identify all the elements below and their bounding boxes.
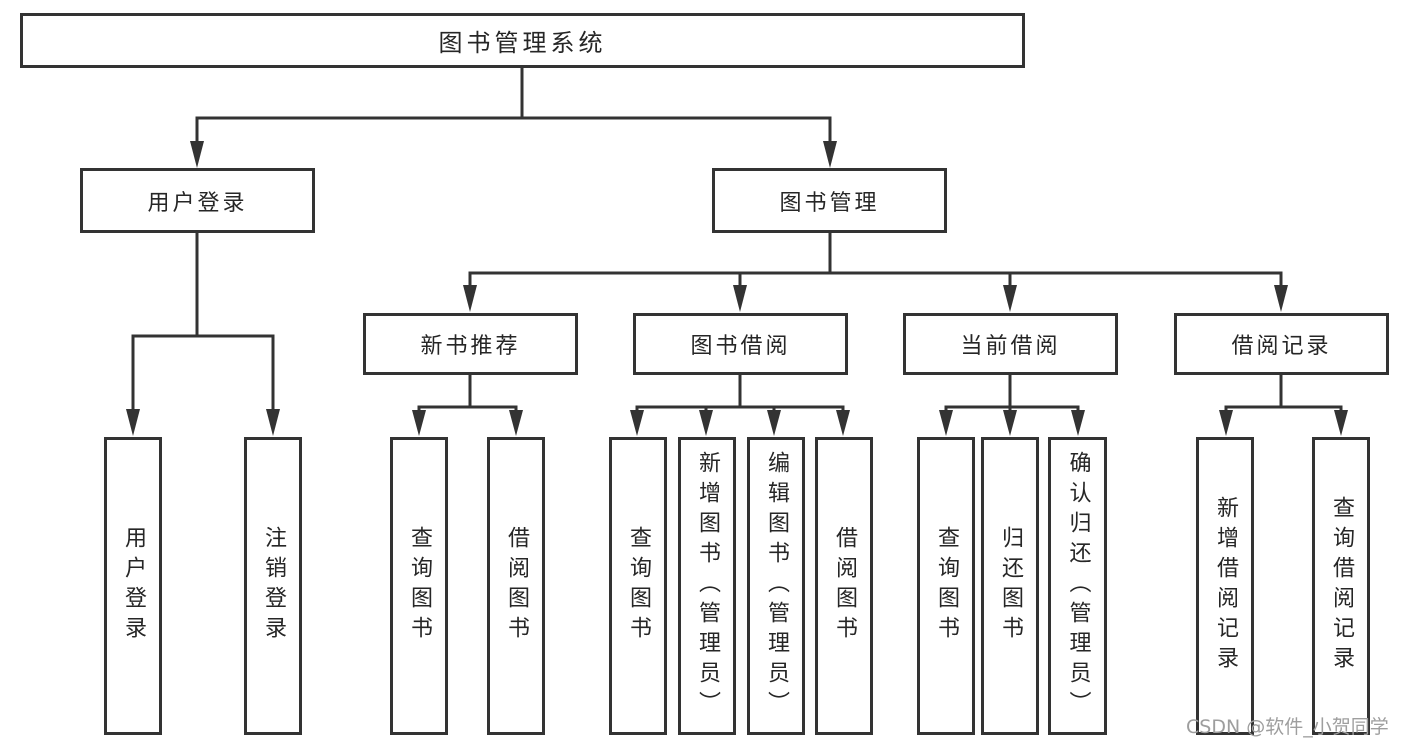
leaf-borrowing-borrow-books-label: 借阅图书 [832, 526, 857, 646]
node-current-borrowing: 当前借阅 [903, 313, 1118, 375]
branch-book-borrowing [630, 375, 850, 436]
node-book-borrowing: 图书借阅 [633, 313, 848, 375]
leaf-current-return-books-label: 归还图书 [998, 526, 1023, 646]
csdn-watermark: CSDN @软件_小贺同学 [1186, 716, 1389, 738]
node-user-login-label: 用户登录 [147, 190, 248, 216]
leaf-recommend-borrow-books-label: 借阅图书 [504, 526, 529, 646]
node-book-management: 图书管理 [712, 168, 947, 233]
leaf-current-return-books: 归还图书 [981, 437, 1039, 735]
leaf-records-add-record-label: 新增借阅记录 [1213, 496, 1238, 676]
node-new-book-recommend: 新书推荐 [363, 313, 578, 375]
branch-user-login [126, 233, 280, 436]
node-root-label: 图书管理系统 [438, 29, 607, 57]
leaf-recommend-borrow-books: 借阅图书 [487, 437, 545, 735]
leaf-borrowing-query-books: 查询图书 [609, 437, 667, 735]
leaf-records-query-record: 查询借阅记录 [1312, 437, 1370, 735]
node-root-system: 图书管理系统 [20, 13, 1025, 68]
branch-borrowing-records [1219, 375, 1348, 436]
leaf-current-confirm-return-label: 确认归还（管理员） [1065, 451, 1091, 721]
node-book-borrowing-label: 图书借阅 [690, 334, 791, 359]
leaf-borrowing-edit-books-label: 编辑图书（管理员） [764, 451, 789, 721]
node-borrowing-records: 借阅记录 [1174, 313, 1389, 375]
node-user-login: 用户登录 [80, 168, 315, 233]
leaf-recommend-query-books-label: 查询图书 [407, 526, 432, 646]
leaf-logout: 注销登录 [244, 437, 302, 735]
node-new-book-recommend-label: 新书推荐 [420, 334, 521, 359]
leaf-user-login: 用户登录 [104, 437, 162, 735]
leaf-recommend-query-books: 查询图书 [390, 437, 448, 735]
leaf-records-query-record-label: 查询借阅记录 [1329, 496, 1354, 676]
leaf-borrowing-add-books: 新增图书（管理员） [678, 437, 736, 735]
branch-new-book-recommend [412, 375, 523, 436]
leaf-current-query-books-label: 查询图书 [934, 526, 959, 646]
leaf-current-confirm-return: 确认归还（管理员） [1048, 437, 1107, 735]
leaf-borrowing-edit-books: 编辑图书（管理员） [747, 437, 805, 735]
leaf-borrowing-query-books-label: 查询图书 [626, 526, 651, 646]
branch-current-borrowing [939, 375, 1085, 436]
node-book-management-label: 图书管理 [779, 190, 880, 216]
leaf-logout-label: 注销登录 [261, 526, 286, 646]
leaf-current-query-books: 查询图书 [917, 437, 975, 735]
leaf-borrowing-add-books-label: 新增图书（管理员） [695, 451, 720, 721]
node-borrowing-records-label: 借阅记录 [1231, 334, 1332, 359]
node-current-borrowing-label: 当前借阅 [960, 334, 1061, 359]
leaf-user-login-label: 用户登录 [121, 526, 146, 646]
leaf-records-add-record: 新增借阅记录 [1196, 437, 1254, 735]
branch-book-management [463, 233, 1288, 312]
branch-root [190, 68, 837, 168]
leaf-borrowing-borrow-books: 借阅图书 [815, 437, 873, 735]
